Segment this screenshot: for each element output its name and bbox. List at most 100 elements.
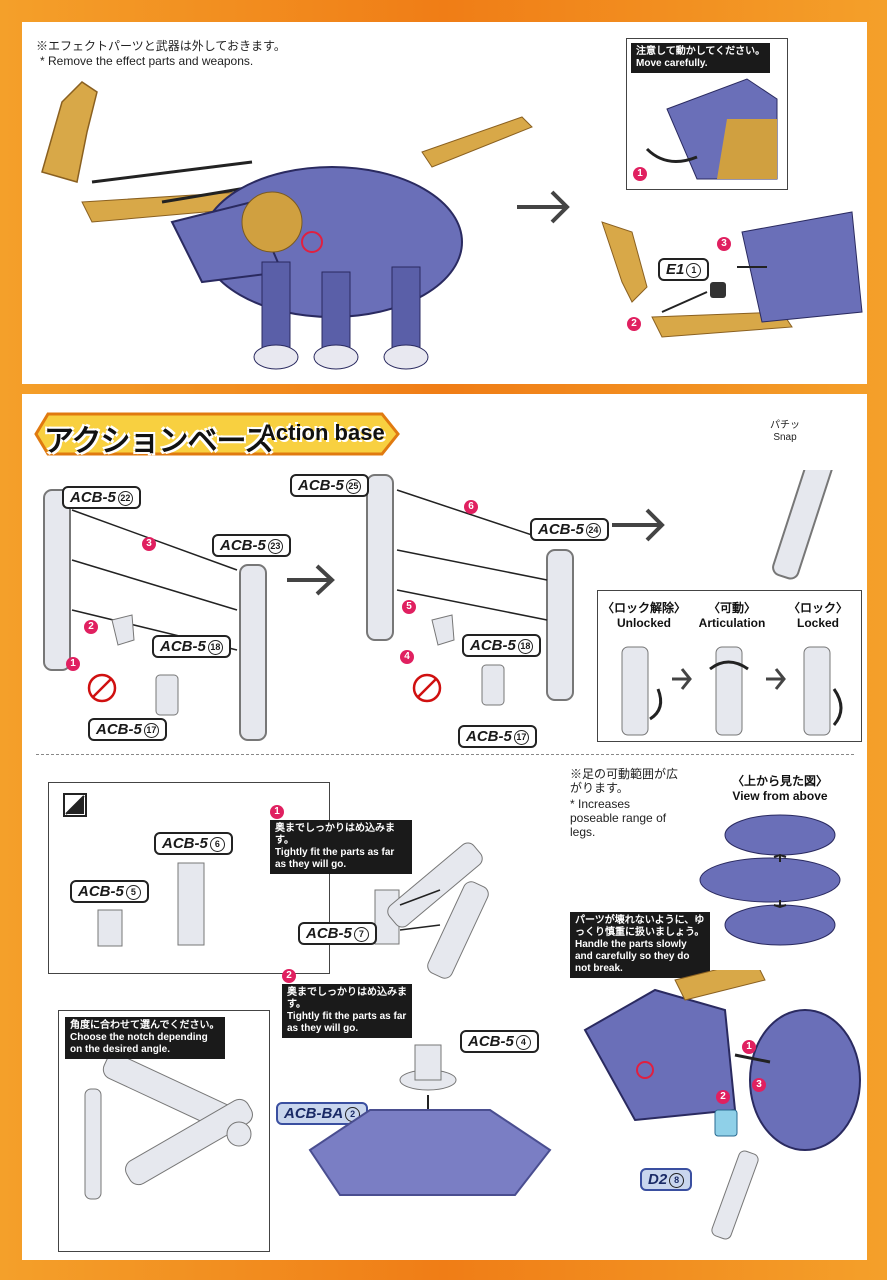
handle-jp: パーツが壊れないように、ゆっくり慎重に扱いましょう。: [575, 915, 705, 938]
part-number: 7: [353, 927, 369, 942]
view-jp: 〈上から見た図〉: [731, 774, 828, 788]
part-number: 17: [143, 723, 159, 738]
step-badge-1: 1: [270, 805, 284, 819]
step-badge-1: 1: [633, 167, 647, 181]
title-en: Action base: [260, 420, 385, 445]
tip-en: Tightly fit the parts as far as they wil…: [287, 1011, 407, 1034]
label-jp: 〈ロック解除〉: [602, 601, 687, 615]
part-number: 18: [517, 639, 533, 654]
part-number: 4: [515, 1035, 531, 1050]
head-rotation-illustration: [645, 78, 778, 180]
angle-notch-illustration: [84, 1059, 253, 1200]
title-hex-background: [34, 412, 400, 456]
part-number: 1: [686, 263, 702, 278]
part-code: ACB-5: [162, 835, 208, 852]
part-code: E1: [666, 261, 685, 278]
part-number: 25: [345, 479, 361, 494]
parts-sketch: [97, 862, 205, 947]
step-badge-2: 2: [84, 620, 98, 634]
step-badge-2: 2: [716, 1090, 730, 1104]
inset-caption: 注意して動かしてください。 Move carefully.: [631, 43, 771, 73]
part-number: 24: [585, 523, 601, 538]
lock-label-unlocked: 〈ロック解除〉 Unlocked: [602, 599, 686, 630]
handle-warning: パーツが壊れないように、ゆっくり慎重に扱いましょう。 Handle the pa…: [570, 912, 710, 978]
view-from-above-label: 〈上から見た図〉 View from above: [700, 772, 860, 803]
display-base-illustration: [308, 1044, 552, 1196]
step-badge-5: 5: [402, 600, 416, 614]
tip-jp: 奥までしっかりはめ込みます。: [275, 823, 395, 846]
angle-caption: 角度に合わせて選んでください。 Choose the notch dependi…: [65, 1017, 225, 1059]
part-number: 18: [207, 640, 223, 655]
angle-jp: 角度に合わせて選んでください。: [70, 1020, 220, 1031]
part-code: ACB-5: [70, 489, 116, 506]
range-jp: ※足の可動範囲が広がります。: [570, 767, 679, 795]
part-number: 17: [513, 730, 529, 745]
part-number: 23: [267, 539, 283, 554]
lock-mechanism-box: 〈ロック解除〉 Unlocked 〈可動〉 Articulation 〈ロック〉…: [597, 590, 862, 742]
angle-en: Choose the notch depending on the desire…: [70, 1032, 208, 1055]
part-number: 8: [669, 1173, 685, 1188]
snap-callout: パチッ Snap: [770, 420, 800, 443]
label-jp: 〈可動〉: [707, 601, 756, 615]
step-panel-remove-parts: ※エフェクトパーツと武器は外しておきます。 * Remove the effec…: [22, 22, 867, 384]
lock-label-articulation: 〈可動〉 Articulation: [690, 599, 774, 630]
top-view-illustration: [699, 814, 841, 946]
model-illustration-1: [41, 81, 863, 370]
range-note: ※足の可動範囲が広がります。 * Increases poseable rang…: [570, 767, 682, 839]
tip-fit-1: 奥までしっかりはめ込みます。 Tightly fit the parts as …: [270, 820, 412, 874]
part-number: 5: [125, 885, 141, 900]
arm-joint-assembly-illustration: [374, 842, 489, 979]
inset-jp: 注意して動かしてください。: [636, 46, 766, 57]
note-en: * Remove the effect parts and weapons.: [40, 54, 254, 68]
part-code: ACB-5: [160, 638, 206, 655]
angle-notch-box: 角度に合わせて選んでください。 Choose the notch dependi…: [58, 1010, 270, 1252]
tip-fit-2: 奥までしっかりはめ込みます。 Tightly fit the parts as …: [282, 984, 412, 1038]
step-badge-3: 3: [717, 237, 731, 251]
step-badge-3: 3: [142, 537, 156, 551]
step-badge-6: 6: [464, 500, 478, 514]
leg-attach-illustration: [583, 970, 861, 1240]
inset-en: Move carefully.: [636, 58, 708, 69]
step-badge-2: 2: [282, 969, 296, 983]
label-en: Locked: [796, 616, 839, 630]
lock-mechanism-illustration: [621, 646, 843, 736]
handle-en: Handle the parts slowly and carefully so…: [575, 939, 690, 974]
step-badge-1: 1: [742, 1040, 756, 1054]
view-en: View from above: [732, 789, 828, 803]
lock-label-locked: 〈ロック〉 Locked: [778, 599, 858, 630]
runner-icon: [63, 793, 87, 817]
part-code: D2: [648, 1171, 668, 1188]
tip-en: Tightly fit the parts as far as they wil…: [275, 847, 395, 870]
tip-jp: 奥までしっかりはめ込みます。: [287, 987, 407, 1010]
part-code: ACB-5: [298, 477, 344, 494]
part-code: ACB-5: [78, 883, 124, 900]
part-number: 22: [117, 491, 133, 506]
step-badge-2: 2: [627, 317, 641, 331]
part-code: ACB-5: [466, 728, 512, 745]
part-code: ACB-5: [306, 925, 352, 942]
note-jp: ※エフェクトパーツと武器は外しておきます。: [36, 39, 286, 53]
part-code: ACB-5: [470, 637, 516, 654]
step-badge-3: 3: [752, 1078, 766, 1092]
section-divider: [36, 754, 854, 755]
range-en: * Increases poseable range of legs.: [570, 797, 667, 839]
part-number: 6: [209, 837, 225, 852]
snap-en: Snap: [773, 431, 797, 443]
label-en: Articulation: [698, 616, 766, 630]
part-code: ACB-5: [538, 521, 584, 538]
